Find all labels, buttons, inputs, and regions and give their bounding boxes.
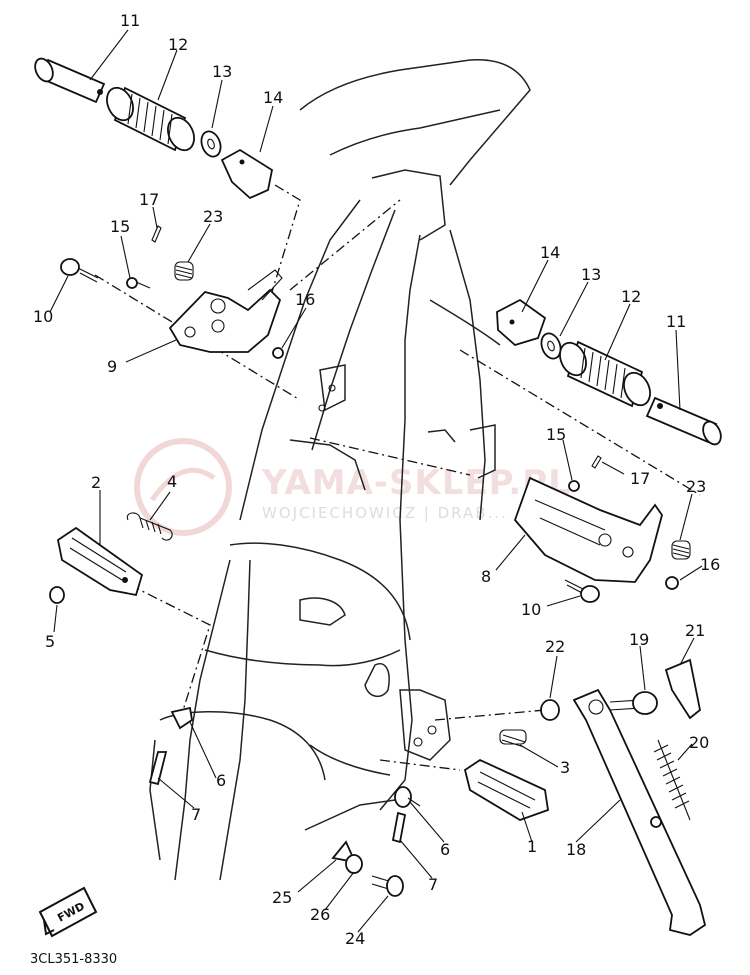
pin-6-left — [170, 706, 193, 730]
callout-6: 6 — [440, 840, 450, 859]
washer-13-left — [200, 130, 222, 158]
callout-20: 20 — [689, 733, 709, 752]
bolt-24 — [371, 875, 404, 897]
callout-4: 4 — [167, 472, 177, 491]
leader-lines — [49, 29, 703, 933]
frame-outline — [149, 59, 531, 881]
callout-21: 21 — [685, 621, 705, 640]
callout-22: 22 — [545, 637, 565, 656]
spring-23-right — [671, 540, 691, 560]
pin-6-right — [394, 786, 421, 808]
bolt-19 — [609, 691, 658, 715]
callout-23: 23 — [686, 477, 706, 496]
spring-23-left — [174, 261, 194, 281]
spring-20 — [653, 739, 691, 821]
footrest-bracket-9 — [168, 269, 283, 353]
callout-14: 14 — [263, 88, 283, 107]
pin-11-right — [645, 396, 722, 446]
cotter-7-left — [148, 751, 168, 786]
washer-5 — [49, 586, 65, 604]
callout-24: 24 — [345, 929, 365, 948]
clip-16-right — [665, 576, 679, 590]
watermark-logo-icon — [134, 438, 232, 536]
callout-5: 5 — [45, 632, 55, 651]
washer-13-right — [540, 332, 562, 360]
callout-14: 14 — [540, 243, 560, 262]
collar-22 — [540, 699, 560, 721]
callout-17: 17 — [139, 190, 159, 209]
cotter-pin-17-right — [591, 455, 602, 469]
bolt-10-left — [60, 258, 99, 283]
callout-1: 1 — [527, 837, 537, 856]
callout-16: 16 — [295, 290, 315, 309]
bracket-14-right — [496, 298, 547, 347]
callout-23: 23 — [203, 207, 223, 226]
footrest-2 — [56, 526, 144, 597]
clip-16-left — [272, 347, 284, 359]
callout-18: 18 — [566, 840, 586, 859]
clevis-pin-15-right — [568, 480, 580, 492]
footrest-rubber-12-left — [106, 86, 195, 152]
bolt-10-right — [564, 579, 600, 603]
callout-2: 2 — [91, 473, 101, 492]
callout-7: 7 — [191, 805, 201, 824]
callout-15: 15 — [110, 217, 130, 236]
callout-11: 11 — [120, 11, 140, 30]
callout-8: 8 — [481, 567, 491, 586]
watermark: YAMA-SKLEP.PL WOJCIECHOWICZ | DRAB... — [134, 438, 571, 536]
pin-11-left — [34, 57, 106, 104]
callout-7: 7 — [428, 875, 438, 894]
callout-10: 10 — [521, 600, 541, 619]
callout-25: 25 — [272, 888, 292, 907]
callout-15: 15 — [546, 425, 566, 444]
footrest-1 — [463, 758, 549, 821]
callout-16: 16 — [700, 555, 720, 574]
watermark-brand: YAMA-SKLEP.PL — [261, 463, 571, 503]
cotter-pin-17-left — [151, 225, 162, 243]
diagram-code: 3CL351-8330 — [30, 952, 117, 967]
callout-12: 12 — [621, 287, 641, 306]
callout-26: 26 — [310, 905, 330, 924]
clevis-pin-15-left — [126, 277, 151, 289]
callout-17: 17 — [630, 469, 650, 488]
callout-3: 3 — [560, 758, 570, 777]
side-stand-18 — [572, 688, 707, 936]
washer-26 — [345, 854, 363, 874]
bracket-21 — [664, 658, 701, 720]
fwd-arrow-badge: FWD — [38, 886, 98, 938]
footrest-2-group — [49, 512, 173, 604]
callout-11: 11 — [666, 312, 686, 331]
callout-9: 9 — [107, 357, 117, 376]
lower-parts — [148, 658, 707, 936]
callout-6: 6 — [216, 771, 226, 790]
footrest-rubber-12-right — [559, 340, 651, 408]
spring-4 — [126, 512, 173, 541]
callouts: 11 12 13 14 17 15 23 10 16 9 14 13 12 11… — [33, 11, 720, 948]
bracket-14-left — [220, 148, 274, 200]
callout-19: 19 — [629, 630, 649, 649]
cotter-7-right — [391, 811, 407, 844]
callout-12: 12 — [168, 35, 188, 54]
callout-13: 13 — [212, 62, 232, 81]
footrest-bracket-8 — [513, 476, 663, 583]
callout-13: 13 — [581, 265, 601, 284]
watermark-subtitle: WOJCIECHOWICZ | DRAB... — [262, 504, 508, 522]
callout-10: 10 — [33, 307, 53, 326]
spring-3 — [499, 729, 527, 748]
footrest-assembly-right — [496, 298, 722, 603]
footrest-assembly-left — [34, 57, 284, 359]
